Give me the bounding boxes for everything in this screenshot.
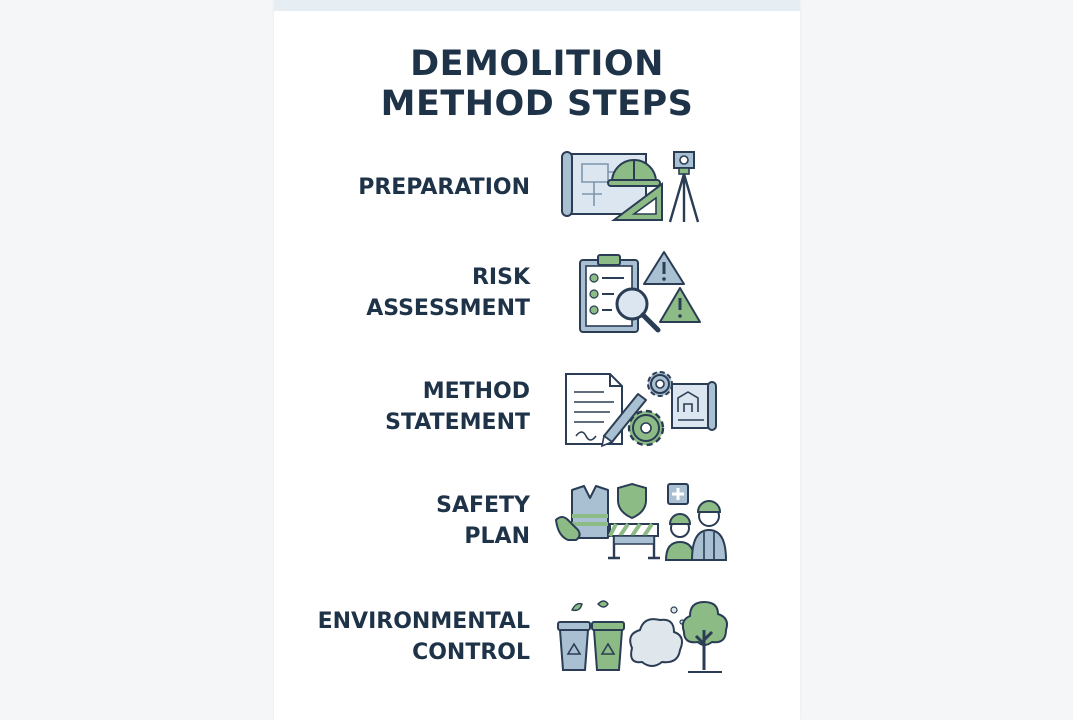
step-label: PREPARATION [358,172,530,203]
step-label: SAFETY PLAN [436,490,530,552]
page-title: DEMOLITION METHOD STEPS [274,44,800,124]
step-risk-assessment: RISK ASSESSMENT [274,250,800,340]
step-label-line-1: ENVIRONMENTAL [317,609,530,634]
infographic-card: DEMOLITION METHOD STEPS PREPARATION [274,0,800,720]
card-top-bar [274,0,800,11]
title-line-2: METHOD STEPS [380,84,694,124]
step-label-line-1: SAFETY [436,493,530,518]
step-label: RISK ASSESSMENT [366,262,530,324]
step-label-line-2: STATEMENT [385,410,530,435]
step-environmental-control: ENVIRONMENTAL CONTROL [274,592,800,682]
blueprint-hardhat-tripod-icon [554,142,729,232]
step-label-line-1: RISK [471,265,530,290]
safety-vest-barrier-workers-icon [554,476,729,566]
step-label-line-2: PLAN [464,524,530,549]
step-label: METHOD STATEMENT [385,376,530,438]
step-label: ENVIRONMENTAL CONTROL [318,606,530,668]
title-line-1: DEMOLITION [410,44,664,84]
step-label-line-1: METHOD [422,379,530,404]
step-preparation: PREPARATION [274,142,800,232]
document-pencil-gears-icon [554,362,729,452]
step-label-line-1: PREPARATION [358,175,530,200]
clipboard-magnifier-warning-icon [554,250,729,340]
step-method-statement: METHOD STATEMENT [274,362,800,452]
step-safety-plan: SAFETY PLAN [274,476,800,566]
step-label-line-2: ASSESSMENT [366,296,530,321]
step-label-line-2: CONTROL [412,640,530,665]
recycle-bins-dust-tree-icon [554,592,729,682]
